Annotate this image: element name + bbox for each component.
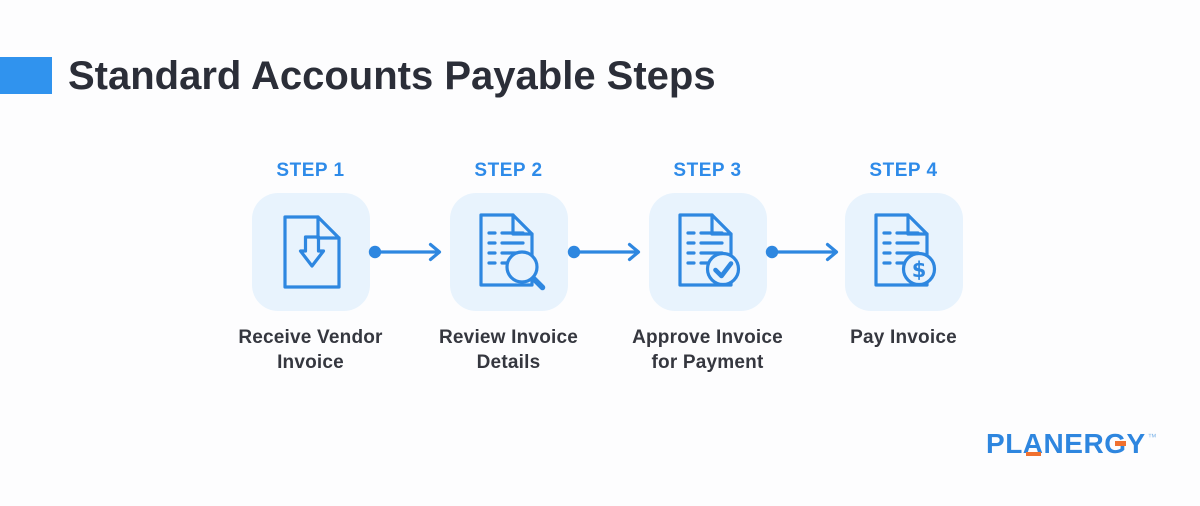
- step-2-caption: Review Invoice Details: [438, 327, 579, 373]
- step-2-label: STEP 2: [474, 160, 543, 181]
- step-2-card: [449, 193, 568, 311]
- page-title: Standard Accounts Payable Steps: [68, 54, 716, 98]
- connector-arrow-3: [765, 240, 845, 264]
- trademark-symbol: ™: [1147, 432, 1157, 442]
- step-column-2: STEP 2 Review Invoice Details: [426, 160, 591, 380]
- step-4-card: $: [844, 193, 963, 311]
- step-column-1: STEP 1 Receive Vendor Invoice: [228, 160, 393, 380]
- arrow-right-icon: [567, 242, 641, 262]
- step-column-4: STEP 4 $ Pay Invoice: [821, 160, 986, 380]
- step-1-label: STEP 1: [276, 160, 345, 181]
- step-3-label: STEP 3: [673, 160, 742, 181]
- step-3-caption: Approve Invoice for Payment: [632, 327, 783, 373]
- dollar-symbol: $: [911, 258, 926, 282]
- step-column-3: STEP 3 Approve Invoice for Payment: [625, 160, 790, 380]
- arrow-right-icon: [368, 242, 442, 262]
- title-accent-rect: [0, 57, 52, 94]
- step-1-caption: Receive Vendor Invoice: [238, 327, 383, 373]
- arrow-right-icon: [765, 242, 839, 262]
- step-4-label: STEP 4: [869, 160, 938, 181]
- document-magnifier-icon: [478, 213, 545, 291]
- step-3-card: [648, 193, 767, 311]
- document-dollar-icon: $: [873, 213, 936, 287]
- connector-arrow-2: [567, 240, 647, 264]
- planergy-logo-text: PLANERGY: [986, 428, 1146, 459]
- step-1-card: [251, 193, 370, 311]
- step-4-caption: Pay Invoice: [850, 327, 957, 348]
- document-check-icon: [677, 213, 740, 287]
- document-download-icon: [282, 215, 341, 289]
- connector-arrow-1: [368, 240, 448, 264]
